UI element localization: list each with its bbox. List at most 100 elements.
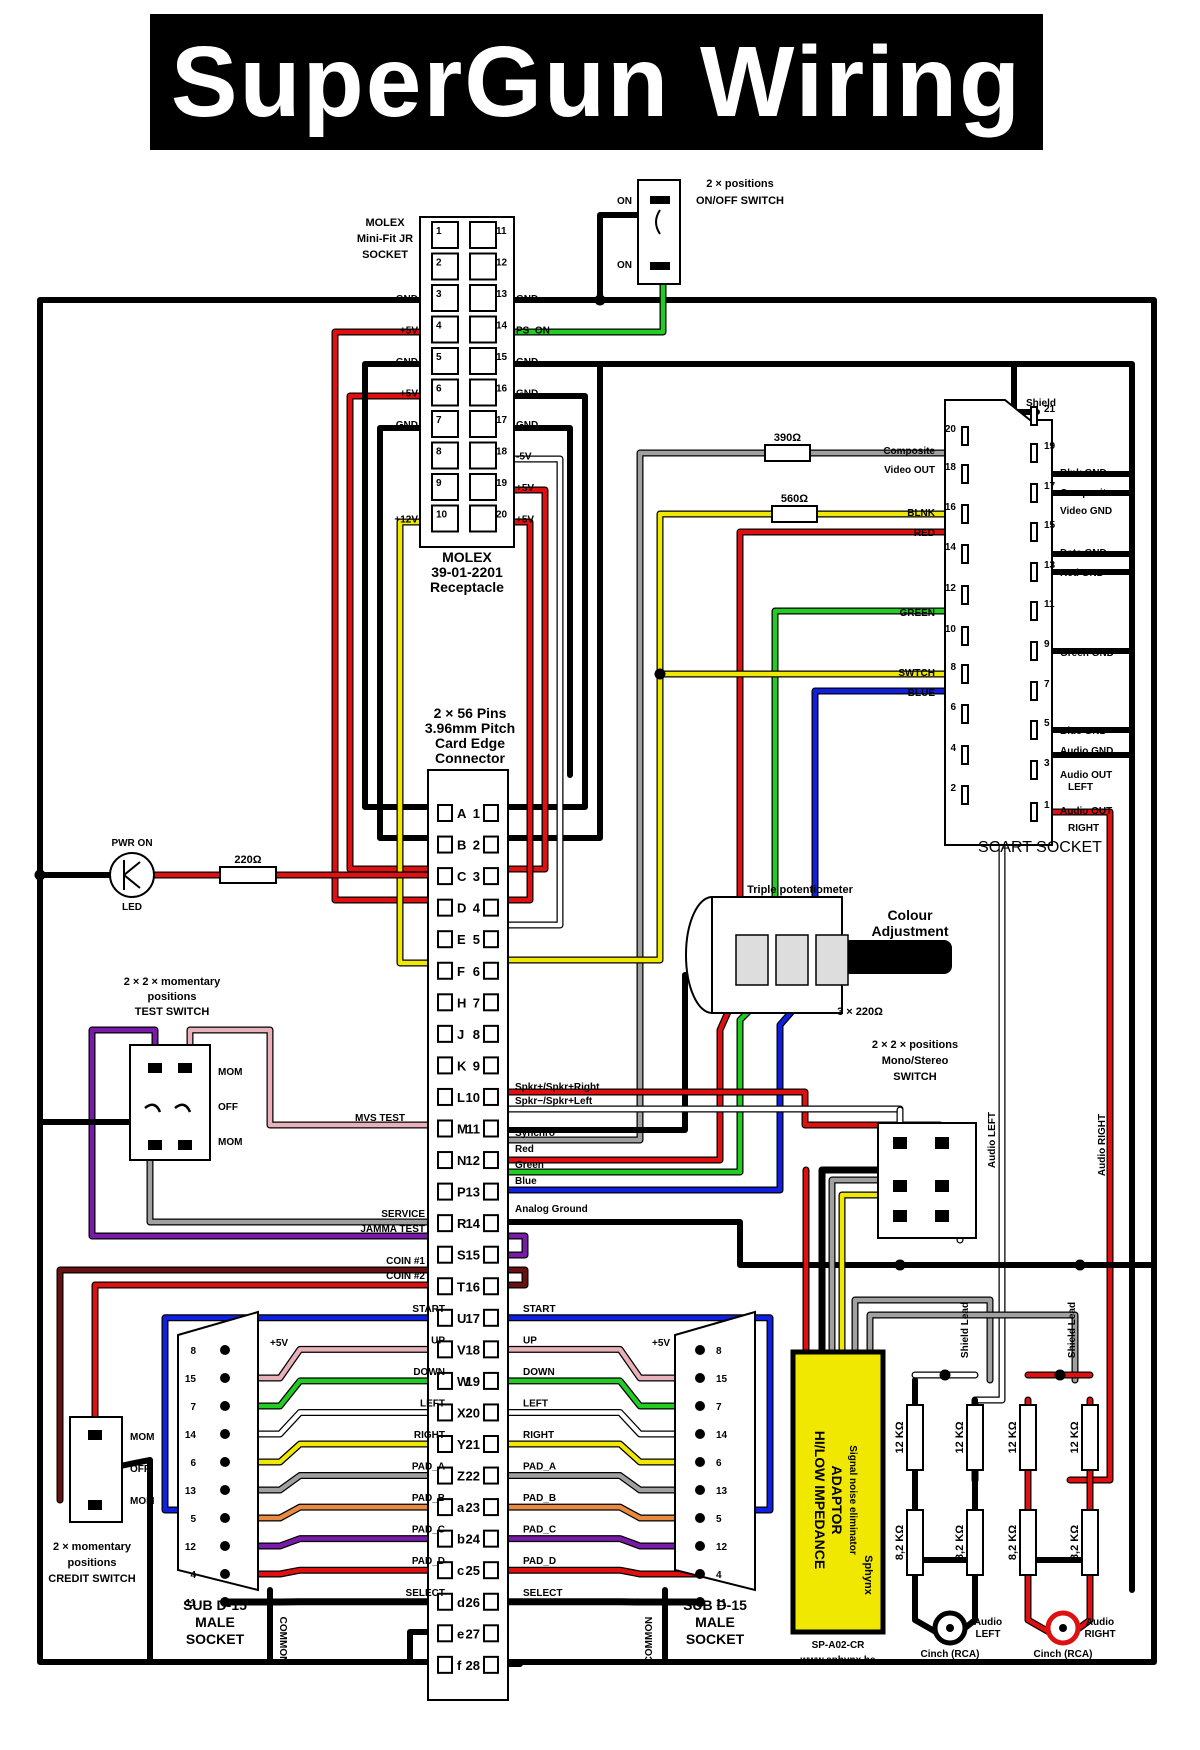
jamma-spkr-left: Spkr−/Spkr+Left — [515, 1096, 593, 1107]
molex-left-pin-9 — [431, 473, 459, 501]
molex-right-label: GND — [516, 357, 538, 368]
molex-left-label: +5V — [400, 326, 418, 337]
p1-6-wire — [222, 1504, 458, 1521]
card-edge-letter: U — [457, 1311, 466, 1326]
p1-label: START — [412, 1304, 445, 1315]
subd-left-pin — [220, 1401, 230, 1411]
card-edge-pin-D — [437, 898, 453, 917]
jamma-spkr-right: Spkr+/Spkr+Right — [515, 1082, 600, 1093]
molex-right-label: +5V — [516, 515, 534, 526]
card-edge-pin-c — [437, 1561, 453, 1580]
subd-left-num: 4 — [190, 1570, 196, 1581]
scart-pin-17 — [1030, 483, 1038, 503]
molex-footer: 39-01-2201 — [431, 564, 503, 580]
onoff-black-wire — [597, 212, 653, 303]
resistor-560-value: 560Ω — [781, 493, 808, 505]
subd-left-num: 6 — [190, 1458, 196, 1469]
molex-left-pin-1 — [431, 221, 459, 249]
subd-right-num: 14 — [716, 1430, 728, 1441]
scart-pin-20 — [961, 426, 969, 446]
scart-pin-5 — [1030, 720, 1038, 740]
onoff-ground-dot — [594, 294, 606, 306]
card-edge-letter: L — [457, 1090, 465, 1105]
card-edge-pin-1 — [483, 804, 499, 822]
test-switch-caption: positions — [148, 991, 197, 1003]
gnd-pin7-wire — [377, 425, 473, 841]
card-edge-pin-9 — [483, 1056, 499, 1075]
card-edge-number: 9 — [473, 1058, 480, 1073]
card-edge-number: 6 — [473, 964, 480, 979]
card-edge-letter: M — [457, 1122, 468, 1137]
r12k-a — [906, 1404, 924, 1471]
p2-label: UP — [523, 1335, 537, 1346]
card-edge-letter: Z — [457, 1469, 465, 1484]
card-edge-number: 13 — [466, 1185, 480, 1200]
card-edge-pin-2 — [483, 835, 499, 854]
scart-pin-11 — [1030, 601, 1038, 621]
jamma-coin1: COIN #1 — [386, 1256, 425, 1267]
subd-right-pin — [695, 1401, 705, 1411]
onoff-switch-bottom-pin — [650, 262, 670, 270]
card-edge-pin-C — [437, 867, 453, 886]
card-edge-number: 24 — [466, 1532, 481, 1547]
molex-footer: MOLEX — [442, 549, 492, 565]
card-edge-pin-24 — [483, 1529, 499, 1548]
card-edge-number: 23 — [466, 1500, 480, 1515]
mono-stereo-switch-body — [877, 1122, 977, 1239]
card-edge-number: 3 — [473, 869, 480, 884]
audio-left-label: Audio LEFT — [987, 1112, 998, 1168]
mono-stereo-pin-3 — [893, 1180, 907, 1192]
scart-pin-num: 15 — [1044, 520, 1056, 531]
card-edge-pin-Y — [437, 1435, 453, 1453]
scart-label: BLNK — [907, 508, 936, 519]
card-edge-number: 20 — [466, 1405, 480, 1420]
molex-left-label: GND — [396, 420, 418, 431]
shield-lead-right-outline — [866, 1311, 1079, 1384]
card-edge-pin-K — [437, 1056, 453, 1075]
p2-4-wire — [467, 1441, 703, 1465]
molex-right-label: +5V — [516, 483, 534, 494]
card-edge-letter: T — [457, 1279, 465, 1294]
card-edge-pin-19 — [483, 1371, 499, 1390]
subd-right-caption: SUB D-15 — [683, 1597, 747, 1613]
molex-right-pin-16 — [469, 378, 497, 407]
mono-stereo-pin-5 — [893, 1210, 907, 1222]
cinch-caption: Cinch (RCA) — [1034, 1649, 1093, 1660]
scart-label: Blue GND — [1060, 726, 1107, 737]
title-banner: SuperGun Wiring — [150, 14, 1043, 150]
card-edge-pin-a — [437, 1498, 453, 1517]
molex-left-pin-7 — [431, 410, 459, 438]
card-edge-number: 14 — [466, 1216, 481, 1231]
scart-label: Video GND — [1060, 506, 1112, 517]
subd-left-num: 7 — [190, 1402, 196, 1413]
molex-right-num: 11 — [496, 226, 507, 237]
subd-right-num: 15 — [716, 1374, 728, 1385]
credit-off: OFF — [130, 1464, 150, 1475]
scart-pin-10 — [961, 626, 969, 646]
pot-section-2 — [775, 934, 809, 986]
card-edge-pin-R — [437, 1214, 453, 1233]
scart-socket-body — [944, 399, 1053, 846]
adaptor-url: www.sphynx.be — [799, 1655, 876, 1666]
scart-label: Green GND — [1060, 648, 1114, 659]
subd-left-num: 11 — [185, 1598, 196, 1609]
r8k2-b-value: 8,2 KΩ — [954, 1525, 966, 1560]
card-edge-letter: f — [457, 1658, 462, 1673]
audio-right-label: Audio RIGHT — [1097, 1114, 1108, 1176]
molex-right-label: GND — [516, 420, 538, 431]
card-edge-letter: d — [457, 1595, 465, 1610]
test-switch-pin-4 — [178, 1140, 192, 1150]
molex-right-pin-18 — [469, 441, 497, 470]
molex-right-pin-17 — [469, 410, 497, 438]
card-edge-number: 7 — [473, 995, 480, 1010]
scart-pin-num: 12 — [945, 583, 957, 594]
card-edge-number: 22 — [466, 1469, 480, 1484]
p1-label: RIGHT — [414, 1430, 445, 1441]
card-edge-letter: H — [457, 995, 466, 1010]
r8k2-a — [906, 1509, 924, 1576]
scart-label: SCART SOCKET — [978, 839, 1102, 856]
p2-5-wire — [467, 1473, 703, 1493]
subd-right-pin — [695, 1513, 705, 1523]
scart-pin-3 — [1030, 760, 1038, 780]
card-edge-number: 8 — [473, 1027, 480, 1042]
